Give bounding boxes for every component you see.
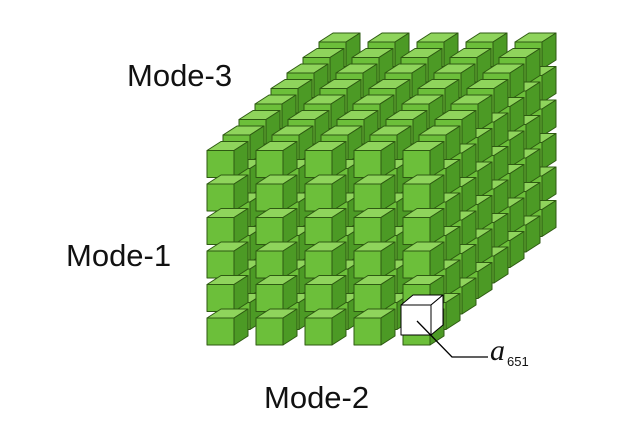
tensor-element-cube (206, 174, 249, 212)
cube-front-face (206, 250, 235, 279)
tensor-element-cube (206, 141, 249, 178)
tensor-element-cube (353, 241, 396, 279)
tensor-element-cube (304, 208, 347, 245)
cube-front-face (206, 150, 235, 178)
cube-front-face (304, 183, 333, 212)
cube-front-face (304, 284, 333, 312)
tensor-element-cube (255, 174, 298, 212)
tensor-element-cube (255, 275, 298, 312)
cube-front-face (255, 284, 284, 312)
tensor-element-cube (402, 141, 445, 178)
element-symbol: a (490, 334, 505, 367)
cube-front-face (255, 150, 284, 178)
cube-front-face (206, 217, 235, 245)
cube-front-face (353, 217, 382, 245)
element-leader-line (416, 320, 488, 358)
cube-front-face (402, 217, 431, 245)
tensor-element-cube (255, 208, 298, 245)
tensor-element-cube (255, 141, 298, 178)
tensor-element-cube (206, 241, 249, 279)
mode-3-label: Mode-3 (127, 58, 233, 93)
tensor-element-cube (402, 241, 445, 279)
tensor-element-cube (304, 141, 347, 178)
tensor-element-cube (304, 174, 347, 212)
cube-front-face (255, 217, 284, 245)
highlighted-element-cube (400, 294, 444, 336)
tensor-element-cube (353, 141, 396, 178)
cube-front-face (304, 317, 333, 346)
cube-front-face (255, 317, 284, 346)
cube-front-face (402, 250, 431, 279)
element-subscript: 651 (507, 354, 529, 369)
tensor-element-cube (402, 174, 445, 212)
tensor-element-cube (353, 174, 396, 212)
cube-front-face (353, 317, 382, 346)
cube-front-face (304, 250, 333, 279)
tensor-element-cube (255, 308, 298, 346)
cube-front-face (402, 183, 431, 212)
cube-front-face (206, 317, 235, 346)
cube-front-face (353, 284, 382, 312)
cube-front-face (206, 183, 235, 212)
tensor-element-cube (255, 241, 298, 279)
cube-front-face (353, 183, 382, 212)
cube-front-face (255, 250, 284, 279)
tensor-element-cube (304, 241, 347, 279)
tensor-element-cube (353, 308, 396, 346)
mode-1-label: Mode-1 (66, 238, 172, 273)
tensor-element-cube (206, 308, 249, 346)
cube-front-face (304, 150, 333, 178)
cube-front-face (402, 150, 431, 178)
cube-front-face (353, 150, 382, 178)
cube-front-face (255, 183, 284, 212)
tensor-element-cube (402, 208, 445, 245)
tensor-element-cube (206, 208, 249, 245)
cube-front-face (304, 217, 333, 245)
tensor-element-cube (304, 308, 347, 346)
mode-2-label: Mode-2 (264, 380, 370, 415)
tensor-element-cube (304, 275, 347, 312)
tensor-element-cube (353, 275, 396, 312)
cube-front-face (206, 284, 235, 312)
cube-front-face (353, 250, 382, 279)
tensor-element-cube (206, 275, 249, 312)
tensor-element-cube (353, 208, 396, 245)
